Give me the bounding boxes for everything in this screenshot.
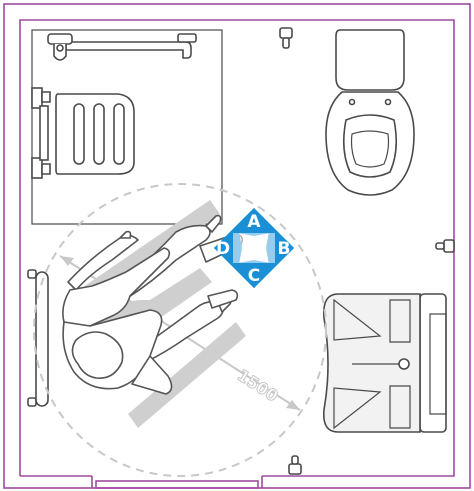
zone-c-label: C (248, 266, 260, 286)
towel-hook-icon (435, 239, 455, 253)
maneuvering-zones: A B C D (213, 207, 295, 289)
grab-rail-icon (65, 33, 197, 59)
shower-area (31, 29, 223, 225)
door-opening-icon (91, 476, 263, 489)
wheelchair-user-icon (62, 200, 246, 428)
towel-hook-icon (288, 455, 302, 475)
turning-circle (33, 183, 327, 477)
towel-hook-icon (279, 27, 293, 49)
zone-c-marker (232, 260, 276, 286)
turning-dimension-label: 1500 (234, 365, 282, 405)
grab-rail-icon (27, 269, 49, 407)
toilet-icon (325, 29, 415, 196)
washbasin-icon (322, 293, 447, 433)
zone-d-label: D (216, 239, 230, 259)
shower-head-icon (47, 33, 73, 61)
fold-down-shower-seat-icon (31, 87, 135, 179)
zone-a-marker (232, 210, 276, 236)
zone-b-label: B (278, 239, 291, 259)
zone-a-label: A (247, 212, 261, 232)
